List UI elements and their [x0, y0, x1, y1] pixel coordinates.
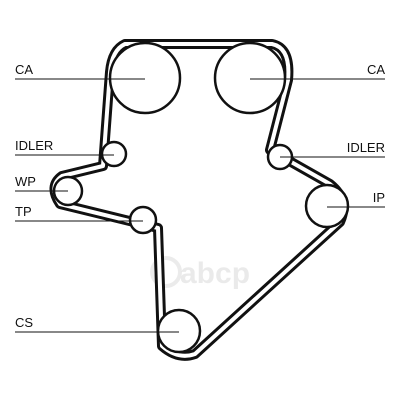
crankshaft-pulley — [156, 308, 202, 354]
label-ca-right: CA — [367, 62, 385, 77]
leader-lines — [15, 78, 385, 333]
label-ip: IP — [373, 190, 385, 205]
watermark-logo: abcp — [150, 256, 250, 290]
watermark-text: abcp — [180, 257, 250, 290]
injection-pump-pulley — [304, 183, 350, 229]
pulleys — [52, 41, 350, 354]
label-cs: CS — [15, 315, 33, 330]
belt-inner-line — [52, 42, 346, 358]
label-wp: WP — [15, 174, 36, 189]
label-idler-left: IDLER — [15, 138, 53, 153]
idler-pulley-left — [100, 140, 128, 168]
camshaft-pulley-left — [108, 41, 182, 115]
label-ca-left: CA — [15, 62, 33, 77]
timing-belt — [49, 39, 349, 361]
tensioner-pulley — [128, 205, 158, 235]
labels: CA CA IDLER IDLER WP TP IP CS — [15, 62, 385, 330]
camshaft-pulley-right — [213, 41, 287, 115]
label-idler-right: IDLER — [347, 140, 385, 155]
watermark-ring — [150, 256, 182, 288]
belt-outline — [49, 39, 349, 361]
label-tp: TP — [15, 204, 32, 219]
